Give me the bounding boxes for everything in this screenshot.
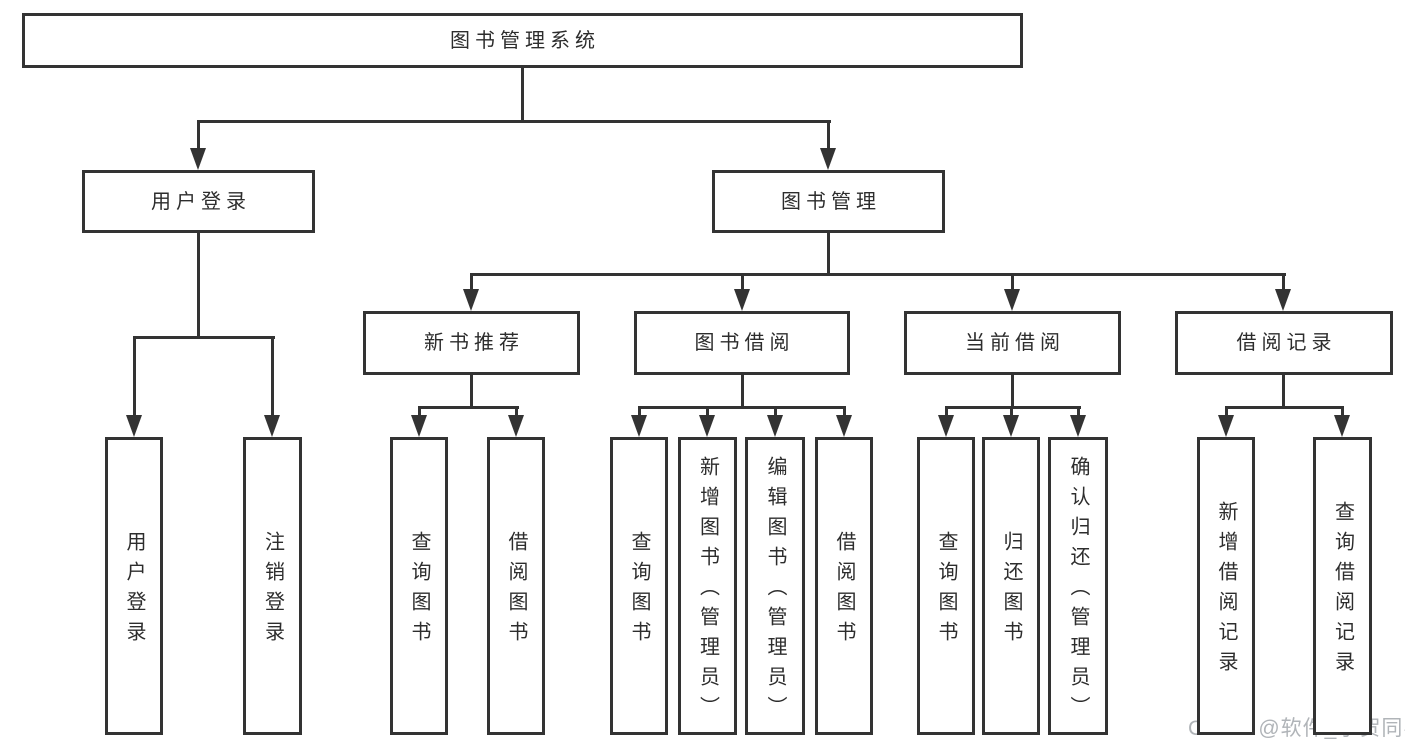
arrowhead-down-icon — [1003, 415, 1019, 437]
node-label: 借阅图书 — [505, 531, 527, 651]
connector-line — [1282, 276, 1285, 294]
arrowhead-down-icon — [1070, 415, 1086, 437]
connector-line — [1011, 276, 1014, 294]
connector-line — [741, 276, 744, 294]
arrowhead-down-icon — [508, 415, 524, 437]
connector-line — [638, 409, 641, 419]
arrowhead-down-icon — [1275, 289, 1291, 311]
node-bb-borrow-book: 借阅图书 — [815, 437, 873, 735]
node-current-borrow: 当前借阅 — [904, 311, 1121, 375]
node-new-book-rec: 新书推荐 — [363, 311, 580, 375]
node-label: 编辑图书（管理员） — [764, 456, 786, 726]
connector-line — [470, 375, 473, 407]
node-label: 查询图书 — [935, 531, 957, 651]
node-label: 当前借阅 — [965, 332, 1065, 354]
node-cb-query-book: 查询图书 — [917, 437, 975, 735]
node-label: 借阅记录 — [1236, 332, 1337, 354]
connector-line — [521, 68, 524, 121]
connector-line — [1010, 409, 1013, 419]
connector-line — [945, 406, 1081, 409]
node-br-add-record: 新增借阅记录 — [1197, 437, 1255, 735]
connector-line — [197, 120, 831, 123]
node-borrow-records: 借阅记录 — [1175, 311, 1393, 375]
arrowhead-down-icon — [836, 415, 852, 437]
connector-line — [1011, 375, 1014, 407]
node-label: 图书借阅 — [694, 332, 795, 354]
node-label: 确认归还（管理员） — [1067, 456, 1089, 726]
node-cb-return-book: 归还图书 — [982, 437, 1040, 735]
arrowhead-down-icon — [463, 289, 479, 311]
arrowhead-down-icon — [411, 415, 427, 437]
node-label: 新书推荐 — [424, 332, 524, 354]
connector-line — [1225, 406, 1344, 409]
arrowhead-down-icon — [126, 415, 142, 437]
arrowhead-down-icon — [734, 289, 750, 311]
connector-line — [418, 406, 519, 409]
connector-line — [843, 409, 846, 419]
node-login-action: 用户登录 — [105, 437, 163, 735]
connector-line — [827, 121, 830, 155]
connector-line — [271, 339, 274, 421]
connector-line — [1282, 375, 1285, 407]
connector-line — [706, 409, 709, 419]
arrowhead-down-icon — [631, 415, 647, 437]
node-label: 注销登录 — [261, 531, 284, 651]
node-label: 借阅图书 — [833, 531, 855, 651]
node-bb-query-book: 查询图书 — [610, 437, 668, 735]
connector-line — [1077, 409, 1080, 419]
connector-line — [515, 409, 518, 419]
connector-line — [741, 375, 744, 407]
node-label: 用户登录 — [151, 190, 251, 213]
arrowhead-down-icon — [820, 148, 836, 170]
connector-line — [470, 273, 1286, 276]
node-bb-add-book: 新增图书（管理员） — [678, 437, 737, 735]
node-label: 新增借阅记录 — [1215, 501, 1237, 681]
connector-line — [1225, 409, 1228, 419]
arrowhead-down-icon — [938, 415, 954, 437]
node-book-mgmt: 图书管理 — [712, 170, 945, 233]
connector-line — [197, 233, 200, 338]
node-label: 归还图书 — [1000, 531, 1022, 651]
node-label: 图书管理系统 — [450, 29, 600, 52]
arrowhead-down-icon — [190, 148, 206, 170]
connector-line — [418, 409, 421, 419]
arrowhead-down-icon — [1218, 415, 1234, 437]
connector-line — [638, 406, 846, 409]
node-label: 用户登录 — [123, 531, 145, 651]
node-rec-borrow-book: 借阅图书 — [487, 437, 545, 735]
connector-line — [1341, 409, 1344, 419]
node-br-query-record: 查询借阅记录 — [1313, 437, 1372, 735]
connector-line — [774, 409, 777, 419]
node-logout-action: 注销登录 — [243, 437, 302, 735]
connector-line — [827, 233, 830, 275]
node-label: 新增图书（管理员） — [696, 456, 719, 726]
connector-line — [133, 339, 136, 421]
node-bb-edit-book: 编辑图书（管理员） — [745, 437, 805, 735]
node-book-borrow: 图书借阅 — [634, 311, 850, 375]
arrowhead-down-icon — [1334, 415, 1350, 437]
node-rec-query-book: 查询图书 — [390, 437, 448, 735]
arrowhead-down-icon — [767, 415, 783, 437]
node-root: 图书管理系统 — [22, 13, 1023, 68]
arrowhead-down-icon — [264, 415, 280, 437]
connector-line — [133, 336, 275, 339]
arrowhead-down-icon — [699, 415, 715, 437]
arrowhead-down-icon — [1004, 289, 1020, 311]
node-label: 图书管理 — [781, 190, 881, 213]
node-label: 查询图书 — [628, 531, 650, 651]
connector-line — [470, 276, 473, 294]
connector-line — [197, 121, 200, 155]
node-cb-confirm-return: 确认归还（管理员） — [1048, 437, 1108, 735]
node-user-login: 用户登录 — [82, 170, 315, 233]
node-label: 查询借阅记录 — [1331, 501, 1354, 681]
node-label: 查询图书 — [408, 531, 430, 651]
connector-line — [945, 409, 948, 419]
